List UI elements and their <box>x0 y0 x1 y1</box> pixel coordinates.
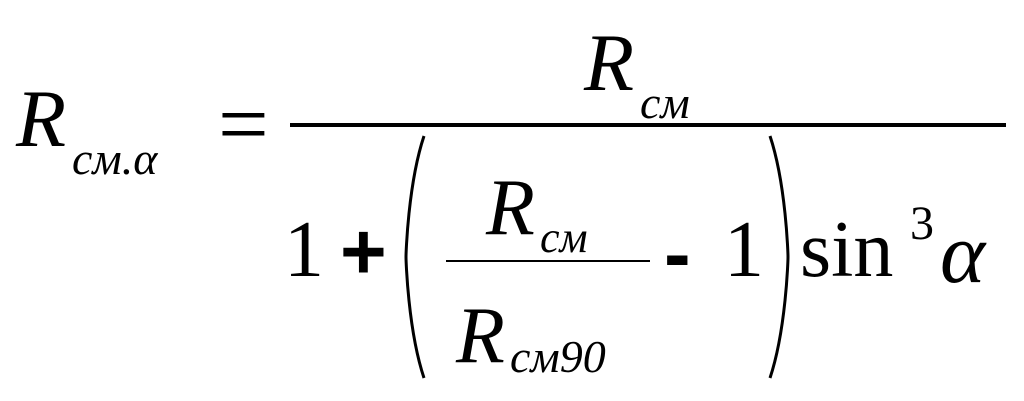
sine-function: sin <box>800 206 894 294</box>
right-parenthesis <box>768 135 790 379</box>
lhs-subscript: см.α <box>72 133 158 184</box>
plus-sign: + <box>340 207 387 296</box>
main-fraction-bar <box>290 123 1006 127</box>
lhs-symbol: R <box>16 73 67 164</box>
inner-denominator-subscript: см90 <box>510 331 606 382</box>
inner-numerator-subscript: см <box>540 213 588 262</box>
inner-one: 1 <box>724 206 764 294</box>
inner-denominator-symbol: R <box>456 292 505 380</box>
numerator-symbol: R <box>584 17 635 108</box>
angle-symbol: α <box>940 205 986 301</box>
numerator-subscript: см <box>640 77 690 128</box>
equals-sign: = <box>218 75 269 174</box>
power-exponent: 3 <box>910 197 934 250</box>
inner-fraction-bar <box>446 260 650 262</box>
inner-numerator-symbol: R <box>486 164 535 252</box>
denominator-one: 1 <box>284 206 324 294</box>
minus-sign: - <box>664 209 691 298</box>
left-parenthesis <box>404 135 426 379</box>
